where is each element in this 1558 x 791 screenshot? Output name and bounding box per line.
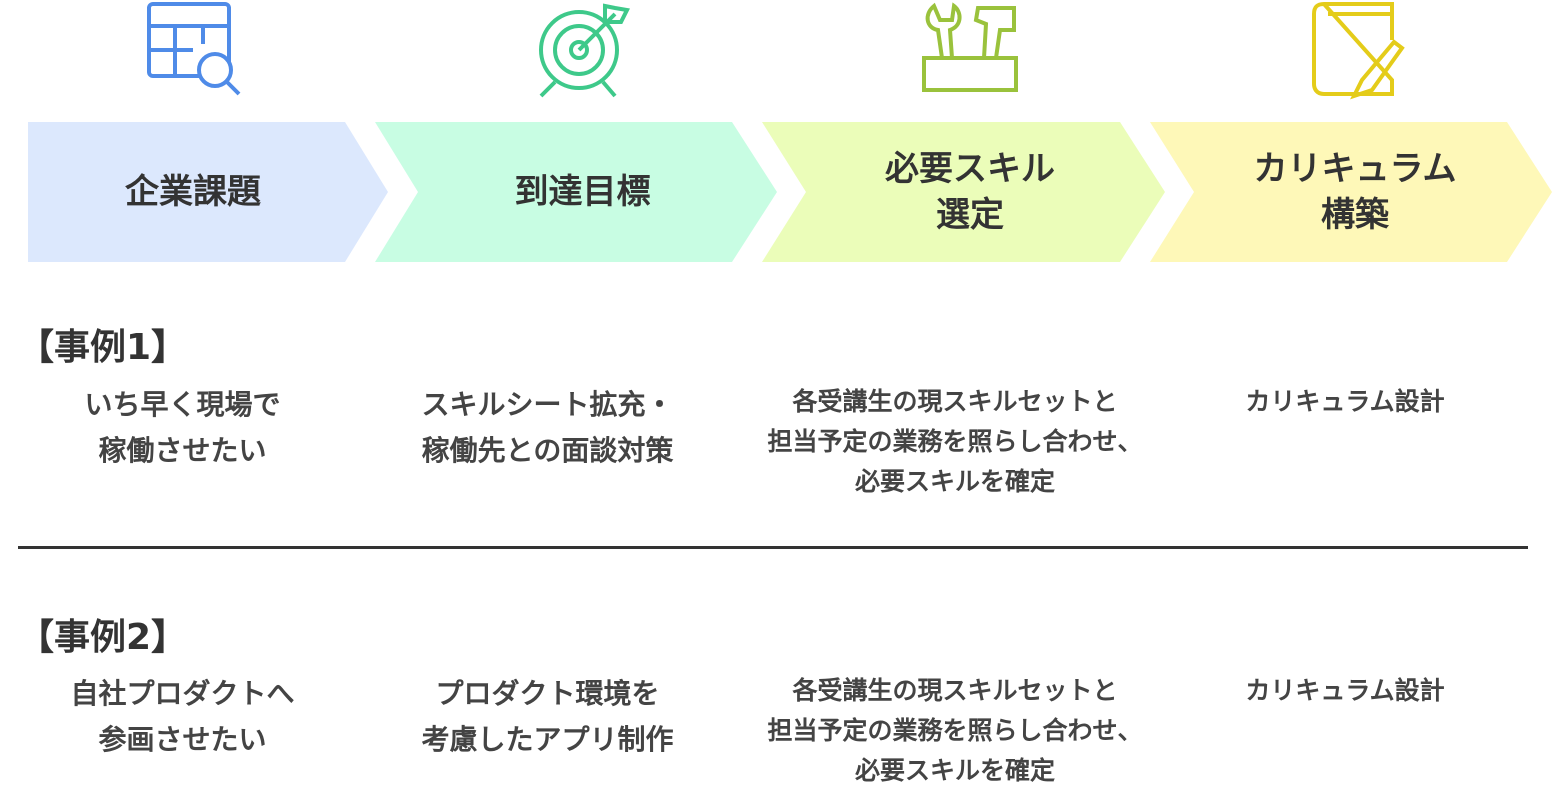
step-label-4: カリキュラム 構築 [1253, 149, 1457, 235]
step-shape-2 [375, 122, 777, 262]
step-label-3: 必要スキル 選定 [885, 149, 1055, 235]
process-flow [28, 122, 1552, 262]
case2-skills: 各受講生の現スキルセットと 担当予定の業務を照らし合わせ、 必要スキルを確定 [767, 676, 1143, 785]
table-search-icon [147, 2, 241, 96]
case1-issue: いち早く現場で 稼働させたい [84, 388, 281, 467]
case1-skills: 各受講生の現スキルセットと 担当予定の業務を照らし合わせ、 必要スキルを確定 [767, 387, 1143, 496]
case2-curriculum: カリキュラム設計 [1245, 676, 1445, 705]
tools-icon [922, 2, 1018, 92]
case1-curriculum: カリキュラム設計 [1245, 387, 1445, 416]
notebook-pencil-icon [1312, 1, 1405, 100]
case2-issue: 自社プロダクトへ 参画させたい [70, 677, 295, 756]
step-shape-3 [762, 122, 1165, 262]
divider [18, 546, 1528, 549]
step-shape-4 [1150, 122, 1552, 262]
step-label-2: 到達目標 [514, 172, 651, 212]
step-label-1: 企業課題 [125, 172, 261, 212]
step-shape-1 [28, 122, 388, 262]
case-title-1: 【事例1】 [18, 327, 188, 368]
case1-goal: スキルシート拡充・ 稼働先との面談対策 [421, 388, 674, 467]
case-title-2: 【事例2】 [18, 617, 188, 658]
case2-goal: プロダクト環境を 考慮したアプリ制作 [421, 677, 674, 756]
target-icon [539, 3, 630, 98]
